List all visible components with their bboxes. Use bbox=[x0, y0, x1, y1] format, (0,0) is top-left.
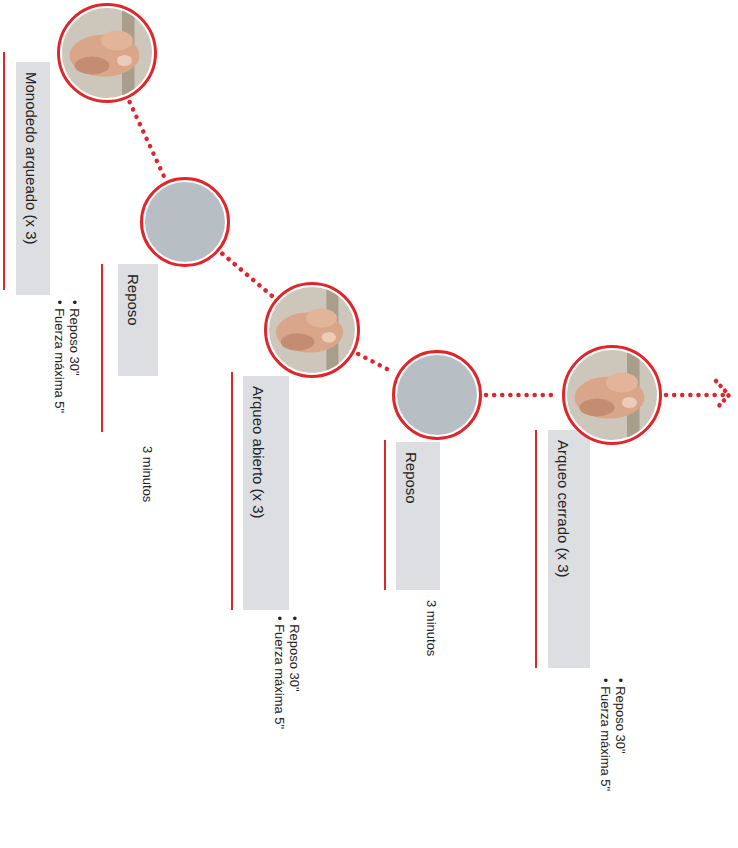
accent-line bbox=[3, 52, 5, 290]
photo-circle bbox=[57, 3, 157, 103]
label-band: Reposo bbox=[396, 442, 440, 590]
accent-line bbox=[384, 440, 386, 590]
step-label: Arqueo abierto (x 3) bbox=[243, 376, 273, 529]
step-label: Reposo bbox=[396, 442, 426, 514]
dotted-line bbox=[666, 393, 727, 398]
label-band: Arqueo abierto (x 3) bbox=[243, 376, 289, 610]
step-detail: • Reposo 30" bbox=[613, 678, 627, 754]
step-node: Monodedo arqueado (x 3)• Fuerza máxima 5… bbox=[57, 3, 157, 103]
step-node: Reposo3 minutos bbox=[392, 350, 482, 440]
step-detail: • Fuerza máxima 5" bbox=[598, 678, 612, 791]
step-detail: 3 minutos bbox=[424, 600, 438, 656]
arrow-head bbox=[716, 381, 729, 409]
step-node: Arqueo abierto (x 3)• Fuerza máxima 5"• … bbox=[264, 282, 360, 378]
step-label: Reposo bbox=[118, 264, 148, 336]
rest-circle bbox=[392, 350, 482, 440]
step-node: Reposo3 minutos bbox=[140, 177, 230, 267]
label-band: Monodedo arqueado (x 3) bbox=[16, 62, 50, 295]
step-detail: 3 minutos bbox=[140, 446, 154, 502]
dotted-connector bbox=[486, 393, 558, 398]
step-node: Arqueo cerrado (x 3)• Fuerza máxima 5"• … bbox=[562, 345, 662, 445]
dotted-connector bbox=[222, 254, 272, 297]
dotted-connector bbox=[130, 102, 165, 177]
rest-circle bbox=[140, 177, 230, 267]
step-label: Monodedo arqueado (x 3) bbox=[16, 62, 46, 255]
step-label: Arqueo cerrado (x 3) bbox=[548, 430, 578, 588]
label-band: Reposo bbox=[118, 264, 158, 376]
step-detail: • Fuerza máxima 5" bbox=[272, 616, 286, 729]
dotted-connector bbox=[358, 354, 393, 372]
step-detail: • Reposo 30" bbox=[67, 300, 81, 376]
photo-circle bbox=[562, 345, 662, 445]
photo-circle bbox=[264, 282, 360, 378]
accent-line bbox=[101, 264, 103, 432]
step-detail: • Fuerza máxima 5" bbox=[52, 300, 66, 413]
step-detail: • Reposo 30" bbox=[287, 616, 301, 692]
accent-line bbox=[231, 372, 233, 610]
label-band: Arqueo cerrado (x 3) bbox=[548, 430, 590, 668]
accent-line bbox=[535, 430, 537, 668]
